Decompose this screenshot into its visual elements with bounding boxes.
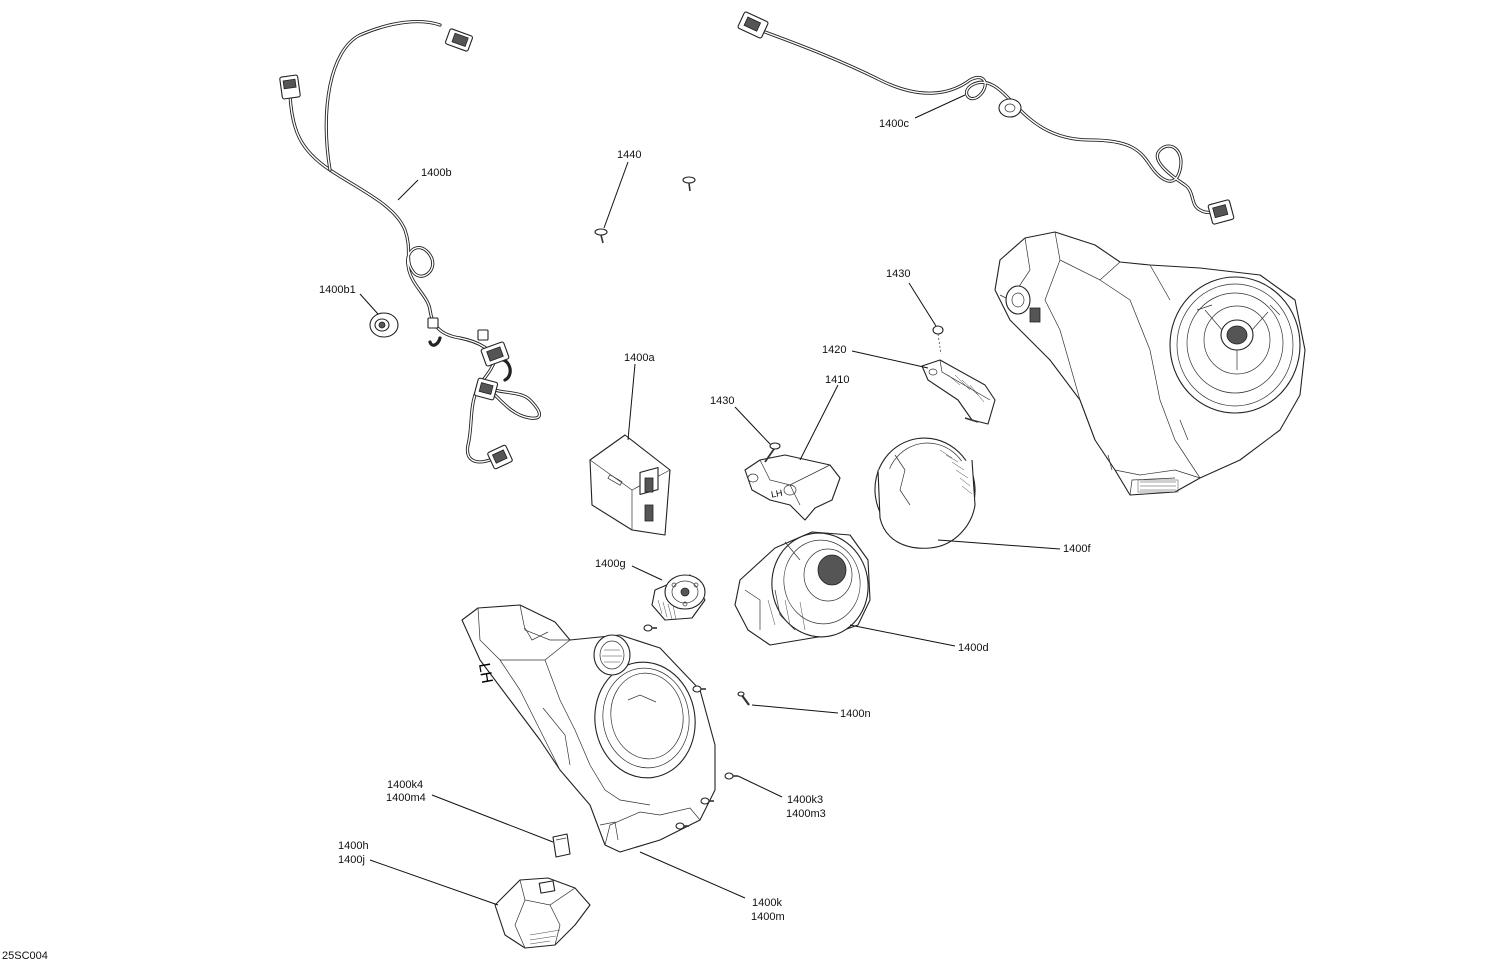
grommet-1400b1 [369, 312, 399, 338]
callout-1400h: 1400h [338, 840, 369, 852]
callout-1400m3: 1400m3 [786, 808, 826, 820]
clip-1400k4 [552, 833, 571, 858]
callout-1400c: 1400c [879, 118, 909, 130]
callout-1430-top: 1430 [886, 268, 910, 280]
wiring-harness-1400c [737, 11, 1235, 225]
svg-text:LH: LH [475, 662, 495, 685]
callout-1400f: 1400f [1063, 543, 1091, 555]
pin-1400n [737, 691, 750, 706]
callout-1400j: 1400j [338, 854, 365, 866]
screw-1430-top [932, 325, 944, 355]
vent-1400h [494, 877, 591, 949]
callout-1440: 1440 [617, 149, 641, 161]
svg-text:LH: LH [770, 488, 783, 500]
callout-1410: 1410 [825, 374, 849, 386]
callout-1400k: 1400k [752, 897, 782, 909]
callout-1400b1: 1400b1 [319, 284, 356, 296]
callout-1430-mid: 1430 [710, 395, 734, 407]
callout-1420: 1420 [822, 344, 846, 356]
speaker-pod-lh-cover: LH [461, 604, 716, 853]
cover-screws [643, 624, 738, 830]
drawing-ref-code: 25SC004 [2, 950, 48, 962]
callout-labels: 1400b 1400b1 1400c 1440 1430 1420 1400a … [2, 118, 1091, 962]
callout-1400k3: 1400k3 [787, 794, 823, 806]
speaker-pod-rh-assembled [994, 231, 1306, 496]
callout-1400g: 1400g [595, 558, 626, 570]
tweeter-1400g [651, 574, 706, 621]
callout-1400n: 1400n [840, 708, 871, 720]
amplifier-module-1400a [589, 434, 671, 536]
callout-1400b: 1400b [421, 167, 452, 179]
callout-1400k4: 1400k4 [387, 779, 423, 791]
wiring-harness-1400b [279, 20, 541, 470]
bracket-1420 [921, 359, 996, 425]
speaker-1400d [734, 531, 871, 646]
callout-1400m4: 1400m4 [386, 792, 426, 804]
callout-1400d: 1400d [958, 642, 989, 654]
screw-1430-mid [764, 442, 781, 463]
leader-lines [359, 94, 1061, 906]
bracket-1410: LH [744, 454, 841, 521]
callout-1400m: 1400m [751, 911, 785, 923]
speaker-ring-1400f [874, 437, 976, 549]
callout-1400a: 1400a [624, 352, 655, 364]
screw-1440 [594, 176, 696, 244]
